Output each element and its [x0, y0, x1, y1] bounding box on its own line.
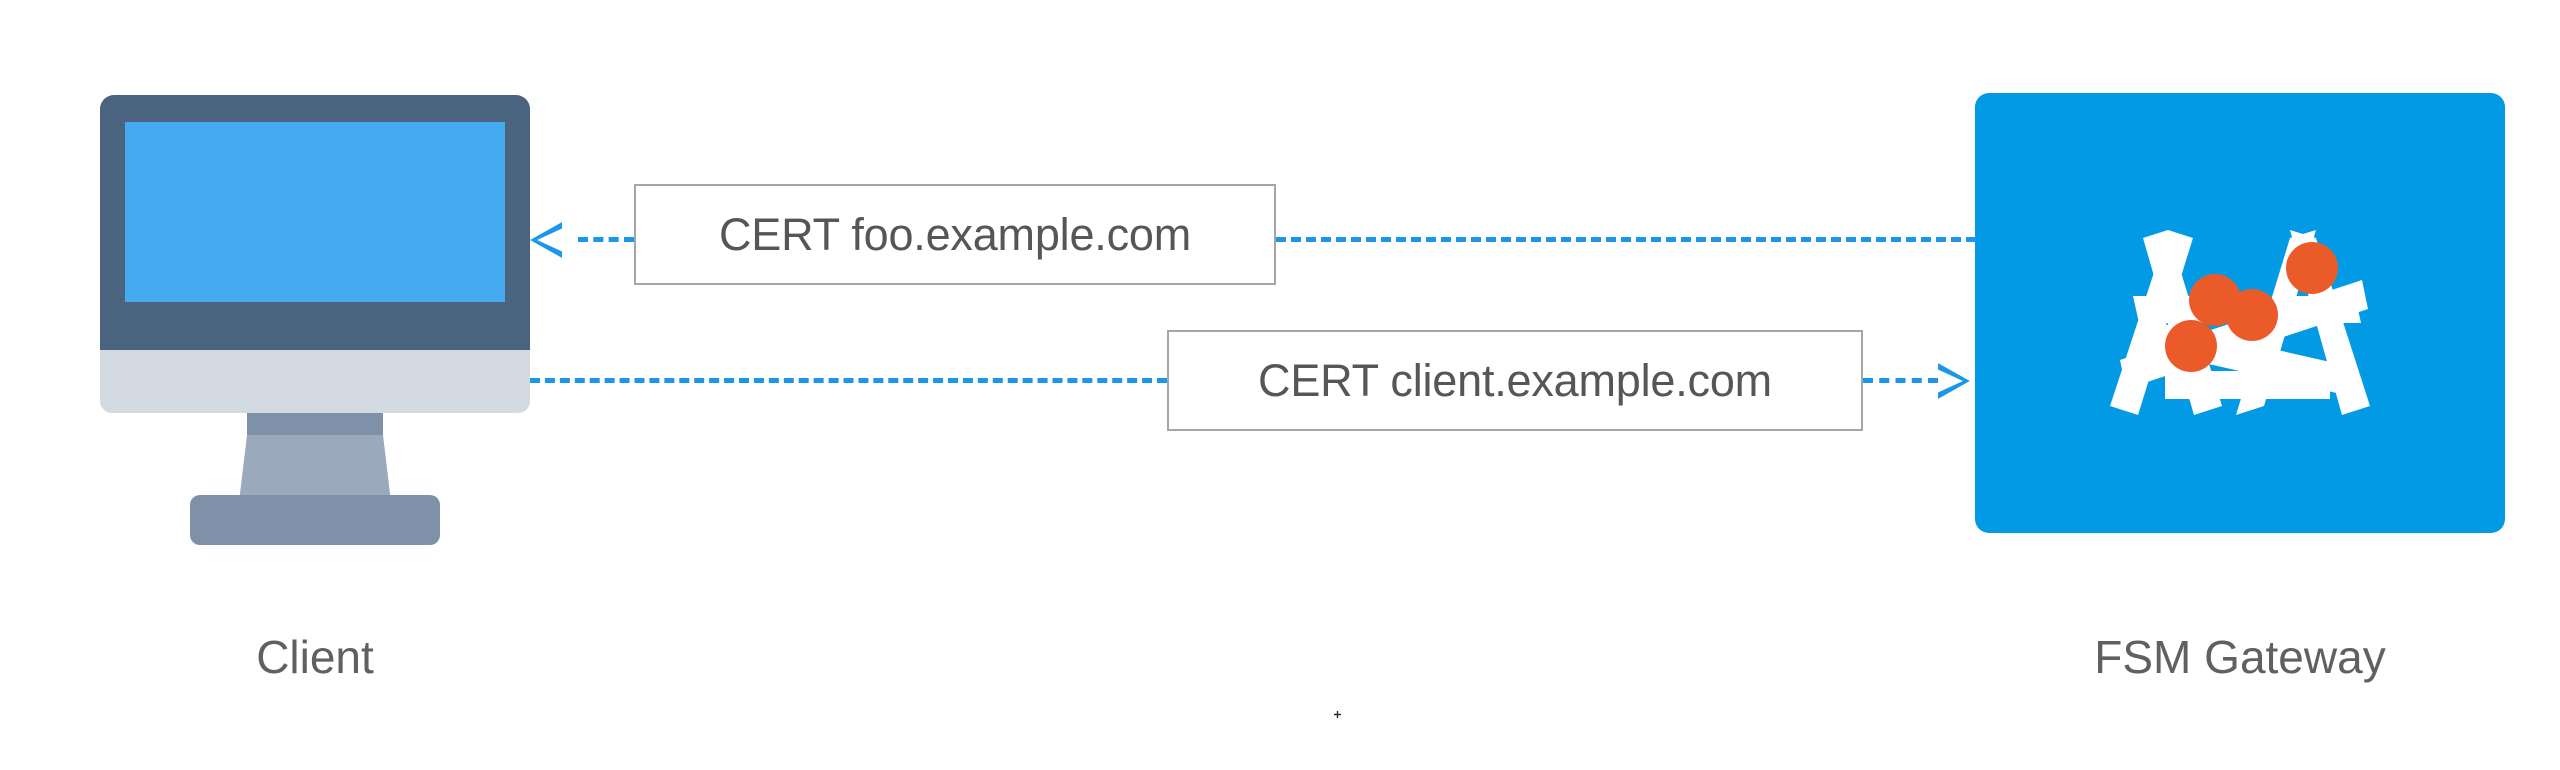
cert-server-line-right: [1276, 237, 1976, 242]
monitor-base-icon: [190, 495, 440, 545]
page-mark: [1334, 711, 1341, 718]
monitor-screen-icon: [125, 122, 505, 302]
monitor-stand-icon: [239, 435, 391, 502]
cert-client-label-box: CERT client.example.com: [1167, 330, 1863, 431]
cert-server-line-left: [578, 237, 634, 242]
cert-client-arrow-right-icon: [1938, 363, 1970, 399]
cert-server-label-text: CERT foo.example.com: [718, 208, 1192, 260]
monitor-chin-icon: [100, 350, 530, 413]
monitor-neck-icon: [247, 413, 383, 435]
fsm-gateway-logo-icon: [2110, 230, 2370, 415]
cert-server-arrow-left-icon: [530, 222, 562, 258]
gateway-node-caption: FSM Gateway: [2094, 631, 2386, 683]
client-node-caption: Client: [256, 631, 374, 683]
cert-client-line-left: [530, 378, 1167, 383]
gateway-node: [1975, 93, 2505, 533]
cert-client-line-right: [1863, 378, 1938, 383]
cert-client-label-text: CERT client.example.com: [1258, 354, 1772, 406]
cert-server-label-box: CERT foo.example.com: [634, 184, 1276, 285]
client-node: [100, 95, 530, 545]
